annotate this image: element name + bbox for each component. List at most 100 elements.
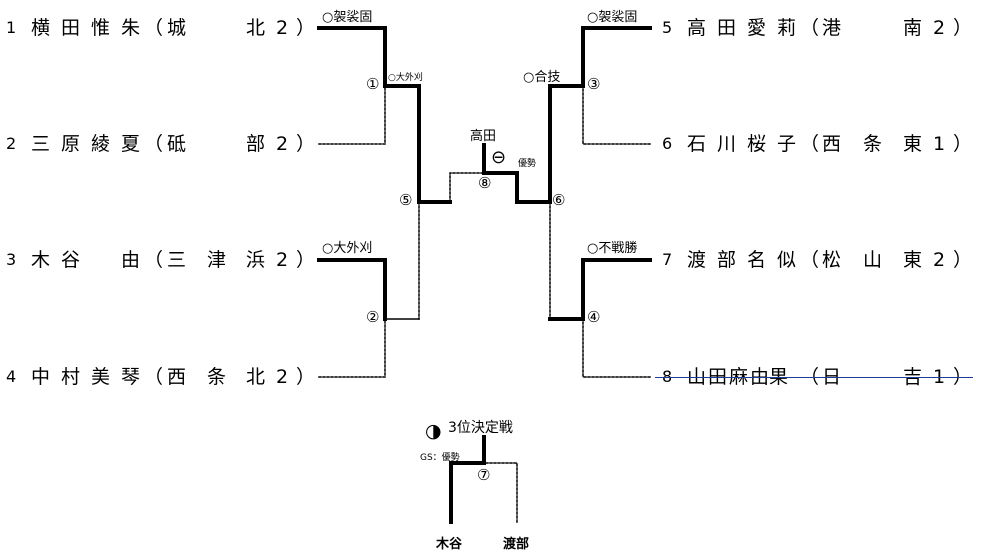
paren-close: ）: [296, 249, 316, 271]
player-row-6: 6 石 川 桜 子 （ 西 条 東 1 ）: [660, 129, 980, 159]
player-name-char: 村: [61, 366, 81, 388]
school-char: 西: [822, 133, 842, 155]
paren-close: ）: [296, 366, 316, 388]
grade: 2: [276, 366, 289, 388]
paren-open: （: [144, 366, 164, 388]
player-number: 3: [6, 250, 17, 269]
paren-open: （: [800, 133, 820, 155]
line-p5-win: [581, 26, 652, 88]
paren-open: （: [800, 17, 820, 39]
school-char: 条: [863, 133, 883, 155]
player-name-char: 渡: [687, 249, 707, 271]
school-char: 津: [207, 249, 227, 271]
line-p3-win: [317, 258, 387, 321]
player-number: 6: [662, 134, 673, 153]
player-number: 7: [662, 250, 673, 269]
line-third-right: [483, 462, 518, 523]
player-name-char: 惟: [91, 17, 111, 39]
player-name-char: 莉: [777, 17, 797, 39]
player-name-char: 部: [717, 249, 737, 271]
player-name-char: 夏: [121, 133, 141, 155]
paren-close: ）: [296, 17, 316, 39]
line-p6-lose: [582, 85, 651, 145]
player-name-char: 朱: [121, 17, 141, 39]
grade: 1: [933, 133, 946, 155]
player-number: 2: [6, 134, 17, 153]
withdrawn-strike-line: [655, 377, 973, 378]
player-name-char: 桜: [747, 133, 767, 155]
player-name-char: 似: [777, 249, 797, 271]
m6-number: ⑥: [552, 191, 566, 209]
player-name-char: 由: [121, 249, 141, 271]
paren-open: （: [144, 17, 164, 39]
player-name-char: 田: [717, 17, 737, 39]
player-name-char: 美: [91, 366, 111, 388]
final-result-symbol: ⊖: [491, 147, 507, 168]
m2-number: ②: [366, 308, 380, 326]
grade: 2: [933, 17, 946, 39]
m5-result: ○大外刈: [388, 73, 423, 83]
school-char: 東: [903, 133, 923, 155]
player-name-char: 田: [61, 17, 81, 39]
player-row-2: 2 三 原 綾 夏 （ 砥 部 2 ）: [0, 129, 320, 159]
school-char: 浜: [246, 249, 266, 271]
player-name-char: 中: [31, 366, 51, 388]
paren-open: （: [144, 249, 164, 271]
school-char: 砥: [167, 133, 187, 155]
third-place-symbol: ◑: [425, 420, 442, 442]
school-char: 部: [246, 133, 266, 155]
player-name-char: 高: [687, 17, 707, 39]
m1-number: ①: [366, 75, 380, 93]
line-m6-win: [515, 84, 552, 204]
grade: 2: [276, 249, 289, 271]
line-p4-lose: [318, 318, 386, 378]
third-place-title: 3位決定戦: [448, 420, 513, 436]
school-char: 城: [167, 17, 187, 39]
paren-close: ）: [953, 133, 973, 155]
player-name-char: 川: [717, 133, 737, 155]
school-char: 山: [863, 249, 883, 271]
paren-close: ）: [296, 133, 316, 155]
paren-close: ）: [953, 249, 973, 271]
player-name-char: 琴: [121, 366, 141, 388]
paren-open: （: [800, 249, 820, 271]
player-row-4: 4 中 村 美 琴 （ 西 条 北 2 ）: [0, 362, 320, 392]
player-number: 1: [6, 18, 17, 37]
line-final-right: [482, 171, 519, 204]
line-p8-lose: [582, 318, 651, 378]
player-name-char: 谷: [61, 249, 81, 271]
grade: 2: [933, 249, 946, 271]
grade: 2: [276, 17, 289, 39]
third-place-left-name: 木谷: [436, 537, 463, 552]
player-name-char: 三: [31, 133, 51, 155]
m6-result: ○合技: [523, 70, 561, 85]
player-name-char: 横: [31, 17, 51, 39]
line-m5-win: [417, 84, 452, 204]
player-name-char: 原: [61, 133, 81, 155]
line-p2-lose: [318, 85, 386, 145]
player-number: 8: [662, 362, 672, 392]
m5-number: ⑤: [399, 191, 413, 209]
player-row-1: 1 横 田 惟 朱 （ 城 北 2 ）: [0, 13, 320, 43]
m4-number: ④: [587, 308, 601, 326]
m2-result: ○大外刈: [322, 241, 373, 256]
paren-close: ）: [953, 17, 973, 39]
grade: 2: [276, 133, 289, 155]
school-char: 三: [167, 249, 187, 271]
third-place-right-name: 渡部: [503, 537, 530, 552]
m7-number: ⑦: [477, 466, 491, 484]
player-name-char: 子: [777, 133, 797, 155]
school-char: 北: [246, 17, 266, 39]
line-third-left: [449, 461, 486, 524]
school-char: 条: [207, 366, 227, 388]
player-name-char: 石: [687, 133, 707, 155]
paren-open: （: [144, 133, 164, 155]
school-char: 東: [903, 249, 923, 271]
school-char: 港: [822, 17, 842, 39]
player-number: 4: [6, 367, 17, 386]
player-name-char: 綾: [91, 133, 111, 155]
player-number: 5: [662, 18, 673, 37]
third-place-note: GS：優勢: [420, 453, 460, 463]
champion-name: 高田: [470, 129, 497, 144]
